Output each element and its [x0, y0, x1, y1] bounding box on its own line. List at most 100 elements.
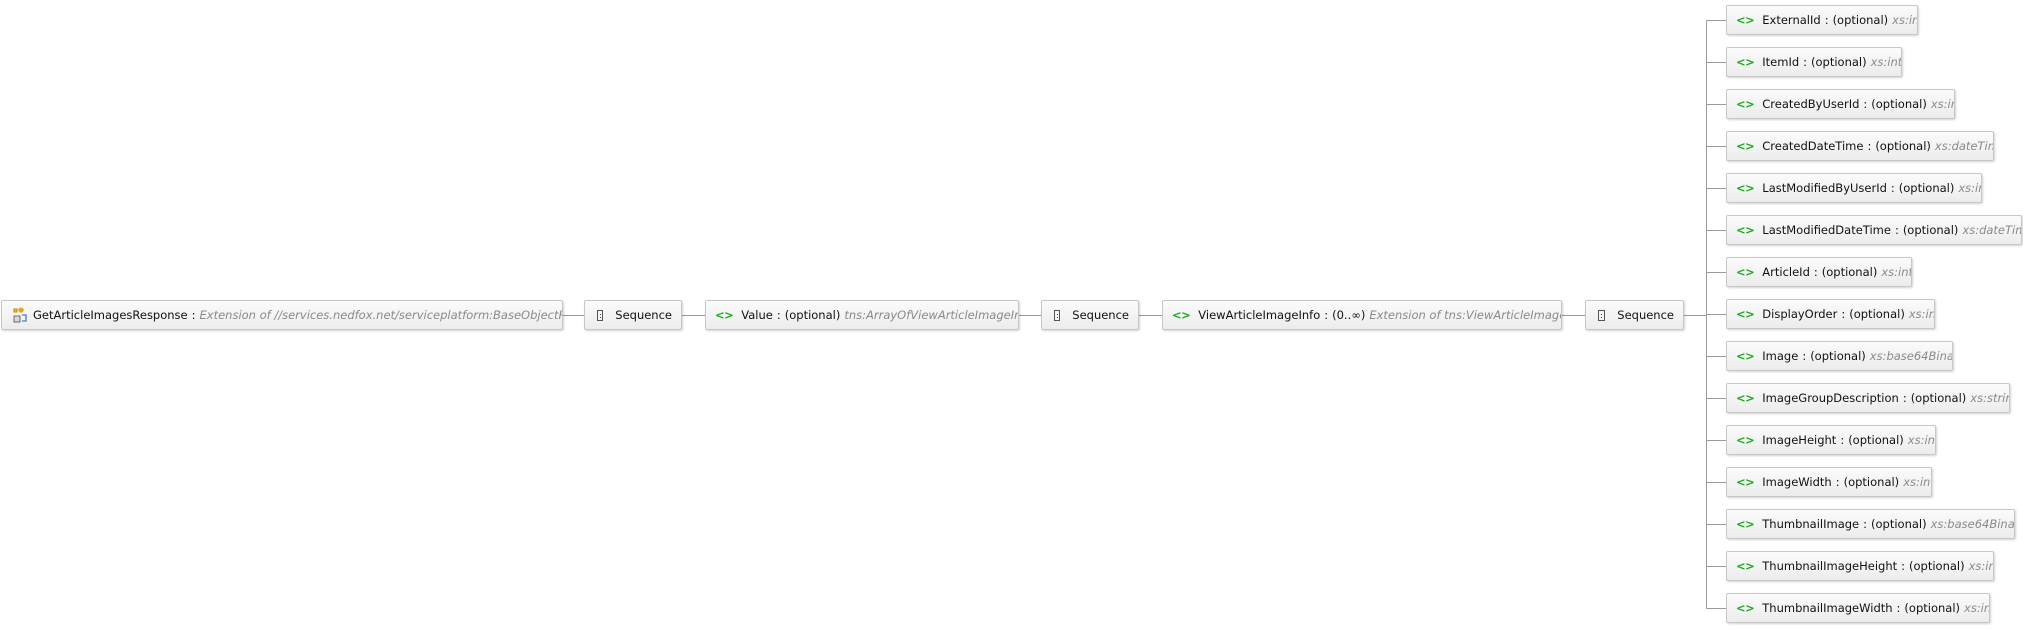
- view-article-image-info-node[interactable]: <> ViewArticleImageInfo : (0..∞) Extensi…: [1162, 300, 1562, 330]
- sequence-icon: [1598, 309, 1606, 321]
- field-element-node[interactable]: <> CreatedByUserId : (optional) xs:int: [1726, 89, 1955, 119]
- field-type: xs:int: [1870, 55, 1902, 69]
- element-icon: <>: [1736, 559, 1755, 573]
- field-name: ThumbnailImageHeight: [1762, 559, 1898, 573]
- field-element-node[interactable]: <> ImageWidth : (optional) xs:int: [1726, 467, 1932, 497]
- sequence-icon: [597, 309, 604, 321]
- field-name: ArticleId: [1762, 265, 1810, 279]
- sequence-label: Sequence: [1072, 308, 1129, 322]
- field-name: ImageHeight: [1762, 433, 1837, 447]
- field-name: LastModifiedByUserId: [1762, 181, 1887, 195]
- field-type: xs:int: [1964, 601, 1989, 615]
- field-element-node[interactable]: <> DisplayOrder : (optional) xs:int: [1726, 299, 1935, 329]
- element-icon: <>: [1172, 308, 1191, 322]
- element-icon: <>: [715, 308, 734, 322]
- element-icon: <>: [1736, 13, 1755, 27]
- complex-type-icon: [11, 307, 27, 323]
- root-separator: :: [191, 308, 196, 322]
- value-separator: :: [776, 308, 781, 322]
- field-name: ItemId: [1762, 55, 1800, 69]
- root-complex-type-node[interactable]: GetArticleImagesResponse : Extension of …: [1, 300, 563, 330]
- field-element-node[interactable]: <> ArticleId : (optional) xs:int: [1726, 257, 1912, 287]
- element-icon: <>: [1736, 139, 1755, 153]
- element-icon: <>: [1736, 181, 1755, 195]
- field-occurrence: (optional): [1902, 223, 1959, 237]
- field-occurrence: (optional): [1910, 391, 1967, 405]
- element-icon: <>: [1736, 223, 1755, 237]
- field-occurrence: (optional): [1871, 97, 1927, 111]
- field-type: xs:int: [1881, 265, 1912, 279]
- value-occurrence: (optional): [784, 308, 841, 322]
- field-element-node[interactable]: <> ThumbnailImageHeight : (optional) xs:…: [1726, 551, 1994, 581]
- field-occurrence: (optional): [1810, 349, 1866, 363]
- field-occurrence: (optional): [1811, 55, 1867, 69]
- field-name: CreatedDateTime: [1762, 139, 1864, 153]
- root-type: Extension of //services.nedfox.net/servi…: [199, 308, 563, 322]
- field-element-node[interactable]: <> LastModifiedByUserId : (optional) xs:…: [1726, 173, 1982, 203]
- value-type: tns:ArrayOfViewArticleImageInfo: [844, 308, 1019, 322]
- field-element-node[interactable]: <> LastModifiedDateTime : (optional) xs:…: [1726, 215, 2022, 245]
- field-occurrence: (optional): [1849, 307, 1905, 321]
- field-name: ThumbnailImage: [1762, 517, 1860, 531]
- field-type: xs:int: [1892, 13, 1917, 27]
- info-separator: :: [1324, 308, 1329, 322]
- root-name: GetArticleImagesResponse: [33, 308, 188, 322]
- field-type: xs:int: [1908, 307, 1934, 321]
- field-name: ThumbnailImageWidth: [1762, 601, 1893, 615]
- info-name: ViewArticleImageInfo: [1198, 308, 1321, 322]
- element-icon: <>: [1736, 265, 1755, 279]
- sequence-node-1[interactable]: Sequence: [584, 300, 682, 330]
- field-type: xs:int: [1903, 475, 1932, 489]
- sequence-label: Sequence: [615, 308, 672, 322]
- field-occurrence: (optional): [1843, 475, 1900, 489]
- field-element-node[interactable]: <> Image : (optional) xs:base64Binary: [1726, 341, 1953, 371]
- field-occurrence: (optional): [1904, 601, 1961, 615]
- field-occurrence: (optional): [1832, 13, 1889, 27]
- info-type: Extension of tns:ViewArticleImageInfo: [1369, 308, 1561, 322]
- element-icon: <>: [1736, 349, 1755, 363]
- field-occurrence: (optional): [1909, 559, 1965, 573]
- element-icon: <>: [1736, 97, 1755, 111]
- sequence-icon: [1054, 309, 1061, 321]
- field-occurrence: (optional): [1875, 139, 1931, 153]
- field-element-node[interactable]: <> ImageHeight : (optional) xs:int: [1726, 425, 1936, 455]
- field-occurrence: (optional): [1848, 433, 1904, 447]
- element-icon: <>: [1736, 475, 1755, 489]
- info-occurrence: (0..∞): [1332, 308, 1366, 322]
- sequence-node-3[interactable]: Sequence: [1585, 300, 1684, 330]
- field-element-node[interactable]: <> CreatedDateTime : (optional) xs:dateT…: [1726, 131, 1994, 161]
- field-occurrence: (optional): [1821, 265, 1878, 279]
- element-icon: <>: [1736, 433, 1755, 447]
- value-name: Value: [741, 308, 773, 322]
- element-icon: <>: [1736, 391, 1755, 405]
- field-name: ExternalId: [1762, 13, 1821, 27]
- field-type: xs:int: [1907, 433, 1935, 447]
- field-type: xs:dateTime: [1962, 223, 2021, 237]
- field-type: xs:int: [1968, 559, 1993, 573]
- field-occurrence: (optional): [1898, 181, 1955, 195]
- element-icon: <>: [1736, 517, 1755, 531]
- field-name: ImageWidth: [1762, 475, 1832, 489]
- field-type: xs:base64Binary: [1930, 517, 2015, 531]
- field-type: xs:int: [1958, 181, 1981, 195]
- value-element-node[interactable]: <> Value : (optional) tns:ArrayOfViewArt…: [705, 300, 1019, 330]
- field-name: Image: [1762, 349, 1799, 363]
- field-occurrence: (optional): [1871, 517, 1927, 531]
- field-type: xs:string: [1970, 391, 2009, 405]
- element-icon: <>: [1736, 55, 1755, 69]
- field-element-node[interactable]: <> ImageGroupDescription : (optional) xs…: [1726, 383, 2010, 413]
- field-name: DisplayOrder: [1762, 307, 1838, 321]
- field-name: CreatedByUserId: [1762, 97, 1860, 111]
- field-name: LastModifiedDateTime: [1762, 223, 1891, 237]
- element-icon: <>: [1736, 601, 1755, 615]
- field-element-node[interactable]: <> ThumbnailImage : (optional) xs:base64…: [1726, 509, 2015, 539]
- field-element-node[interactable]: <> ItemId : (optional) xs:int: [1726, 47, 1902, 77]
- field-element-node[interactable]: <> ThumbnailImageWidth : (optional) xs:i…: [1726, 593, 1990, 623]
- field-type: xs:int: [1930, 97, 1954, 111]
- field-element-node[interactable]: <> ExternalId : (optional) xs:int: [1726, 5, 1918, 35]
- field-type: xs:base64Binary: [1869, 349, 1953, 363]
- sequence-node-2[interactable]: Sequence: [1041, 300, 1139, 330]
- field-type: xs:dateTime: [1934, 139, 1993, 153]
- element-icon: <>: [1736, 307, 1755, 321]
- sequence-label: Sequence: [1617, 308, 1674, 322]
